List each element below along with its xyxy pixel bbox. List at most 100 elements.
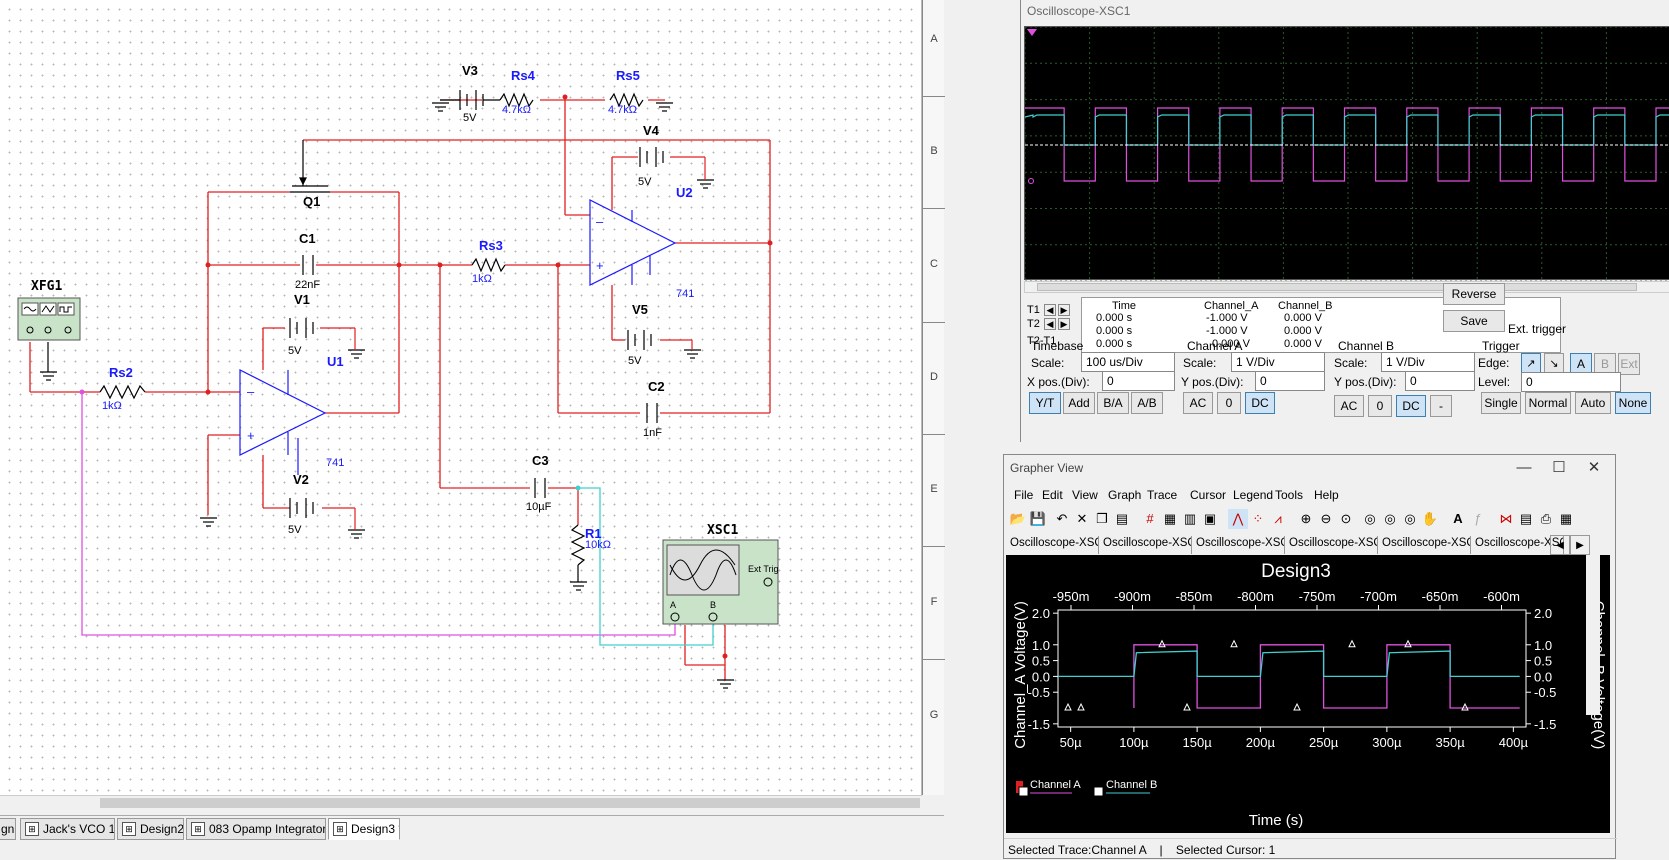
grapher-plot[interactable]: Design3 Time (s) Channel_A Voltage(V) Ch… <box>1006 555 1610 833</box>
export-icon[interactable]: ▤ <box>1519 511 1533 526</box>
minimize-icon[interactable]: — <box>1516 459 1532 476</box>
channel-b-heading: Channel B <box>1338 339 1395 353</box>
grapher-tab[interactable]: Oscilloscope-XSC1 <box>1471 536 1564 554</box>
t2-left-arrow-icon[interactable]: ◀ <box>1044 318 1056 330</box>
t2-right-arrow-icon[interactable]: ▶ <box>1058 318 1070 330</box>
ch-b-minus-button[interactable]: - <box>1430 395 1452 417</box>
trigger-level-field[interactable]: 0 <box>1521 372 1621 392</box>
paste-icon[interactable]: ▤ <box>1115 511 1129 526</box>
menu-item[interactable]: Tools <box>1275 488 1304 502</box>
oscilloscope-scrollbar[interactable] <box>1024 281 1669 293</box>
undo-icon[interactable]: ↶ <box>1056 511 1068 526</box>
ruler-tick <box>923 208 945 209</box>
ch-a-dc-button[interactable]: DC <box>1245 392 1275 414</box>
xpos-field[interactable]: 0 <box>1102 371 1175 391</box>
menu-item[interactable]: Legend <box>1233 488 1274 502</box>
oscilloscope-screen[interactable] <box>1024 26 1669 282</box>
menu-item[interactable]: Trace <box>1147 488 1178 502</box>
data-marker <box>1404 639 1412 648</box>
tab-scroll-right-icon[interactable]: ▶ <box>1570 535 1590 555</box>
text-icon[interactable]: A <box>1453 511 1463 526</box>
grapher-tab[interactable]: Oscilloscope-XSC1 <box>1099 536 1192 554</box>
trigger-normal-button[interactable]: Normal <box>1525 392 1571 414</box>
legend-checkbox-b[interactable] <box>1093 786 1104 797</box>
cursor-icon[interactable]: ⋀ <box>1228 509 1248 529</box>
menu-item[interactable]: View <box>1072 488 1098 502</box>
timebase-scale-field[interactable]: 100 us/Div <box>1081 352 1175 372</box>
pan-icon[interactable]: ✋ <box>1421 511 1439 526</box>
trigger-auto-button[interactable]: Auto <box>1575 392 1611 414</box>
mode-add-button[interactable]: Add <box>1063 392 1095 414</box>
x-tick-label: 100µ <box>1119 735 1149 750</box>
ch-b-scale-field[interactable]: 1 V/Div <box>1381 352 1475 372</box>
ch-a-zero-button[interactable]: 0 <box>1217 392 1241 414</box>
legend-checkbox-a[interactable] <box>1018 786 1029 797</box>
y-tick-label: 0.0 <box>1032 669 1050 684</box>
grapher-title: Grapher View <box>1010 461 1084 475</box>
menu-item[interactable]: File <box>1014 488 1034 502</box>
scroll-thumb[interactable] <box>1037 283 1637 291</box>
overlay-icon[interactable]: ⋈ <box>1499 511 1513 526</box>
menu-item[interactable]: Cursor <box>1190 488 1227 502</box>
grapher-tab[interactable]: Oscilloscope-XSC1 <box>1378 536 1471 554</box>
grapher-tab[interactable]: Oscilloscope-XSC1 <box>1192 536 1285 554</box>
schematic-canvas[interactable]: –+ –+ V3 5V Rs4 4.7kΩ Rs5 4.7kΩ V4 5V U2… <box>0 0 922 795</box>
page-icon[interactable]: ▣ <box>1203 511 1217 526</box>
copy-icon[interactable]: ❐ <box>1096 511 1108 526</box>
properties-icon[interactable]: ▥ <box>1183 511 1197 526</box>
zoom-out-icon[interactable]: ⊖ <box>1320 511 1332 526</box>
mode-yt-button[interactable]: Y/T <box>1029 392 1061 414</box>
grid-icon[interactable]: # <box>1146 511 1154 526</box>
design-tab[interactable]: ⊞gn1 <box>0 818 16 840</box>
formula-icon[interactable]: ƒ <box>1474 511 1482 526</box>
cut-icon[interactable]: ✕ <box>1076 511 1088 526</box>
maximize-icon[interactable]: ☐ <box>1552 459 1566 476</box>
design-tab[interactable]: ⊞Design3 * <box>328 818 400 840</box>
zoom-in-icon[interactable]: ⊕ <box>1300 511 1312 526</box>
mode-ba-button[interactable]: B/A <box>1097 392 1129 414</box>
top-tick-label: -950m <box>1053 589 1090 604</box>
reverse-button[interactable]: Reverse <box>1443 283 1505 305</box>
trigger-source-ext-button[interactable]: Ext <box>1618 353 1640 375</box>
t1-right-arrow-icon[interactable]: ▶ <box>1058 304 1070 316</box>
canvas-horizontal-scrollbar[interactable] <box>0 795 922 809</box>
ch-a-ypos-field[interactable]: 0 <box>1255 371 1325 391</box>
tab-scroll-left-icon[interactable]: ◀ <box>1550 535 1570 555</box>
grapher-tab[interactable]: Oscilloscope-XSC1 <box>1006 536 1099 554</box>
ch-a-ac-button[interactable]: AC <box>1183 392 1213 414</box>
design-tab[interactable]: ⊞Design2 <box>117 818 184 840</box>
save-icon[interactable]: 💾 <box>1029 511 1047 526</box>
menu-item[interactable]: Edit <box>1042 488 1063 502</box>
trigger-single-button[interactable]: Single <box>1481 392 1521 414</box>
trace-marker-icon[interactable]: ⩘ <box>1274 511 1282 526</box>
ch-a-scale-field[interactable]: 1 V/Div <box>1231 352 1325 372</box>
timebase-heading: Timebase <box>1031 339 1084 353</box>
design-tab[interactable]: ⊞Jack's VCO 1 * <box>20 818 115 840</box>
grapher-tab[interactable]: Oscilloscope-XSC1 <box>1285 536 1378 554</box>
print-icon[interactable]: ⎙ <box>1540 511 1552 526</box>
design-tab[interactable]: ⊞083 Opamp Integrator * <box>186 818 326 840</box>
menu-item[interactable]: Graph <box>1108 488 1142 502</box>
preview-icon[interactable]: ▦ <box>1559 511 1573 526</box>
zoom-x-icon[interactable]: ◎ <box>1364 511 1376 526</box>
zoom-area-icon[interactable]: ◎ <box>1404 511 1416 526</box>
save-button[interactable]: Save <box>1443 310 1505 332</box>
xpos-label: X pos.(Div): <box>1027 375 1090 389</box>
menu-item[interactable]: Help <box>1314 488 1339 502</box>
open-icon[interactable]: 📂 <box>1009 511 1027 526</box>
ch-b-zero-button[interactable]: 0 <box>1368 395 1392 417</box>
mode-ab-button[interactable]: A/B <box>1131 392 1163 414</box>
channel-b-trace <box>1024 114 1669 146</box>
trigger-none-button[interactable]: None <box>1615 392 1651 414</box>
ch-b-ypos-field[interactable]: 0 <box>1405 371 1475 391</box>
grapher-vertical-scrollbar[interactable] <box>1586 555 1600 715</box>
close-icon[interactable]: ✕ <box>1587 459 1601 476</box>
t1-left-arrow-icon[interactable]: ◀ <box>1044 304 1056 316</box>
legend-icon[interactable]: ▦ <box>1163 511 1177 526</box>
scroll-thumb[interactable] <box>100 798 920 808</box>
ch-b-ac-button[interactable]: AC <box>1334 395 1364 417</box>
zoom-fit-icon[interactable]: ⊙ <box>1340 511 1352 526</box>
data-points-icon[interactable]: ⁘ <box>1252 511 1264 526</box>
ch-b-dc-button[interactable]: DC <box>1396 395 1426 417</box>
zoom-y-icon[interactable]: ◎ <box>1384 511 1396 526</box>
